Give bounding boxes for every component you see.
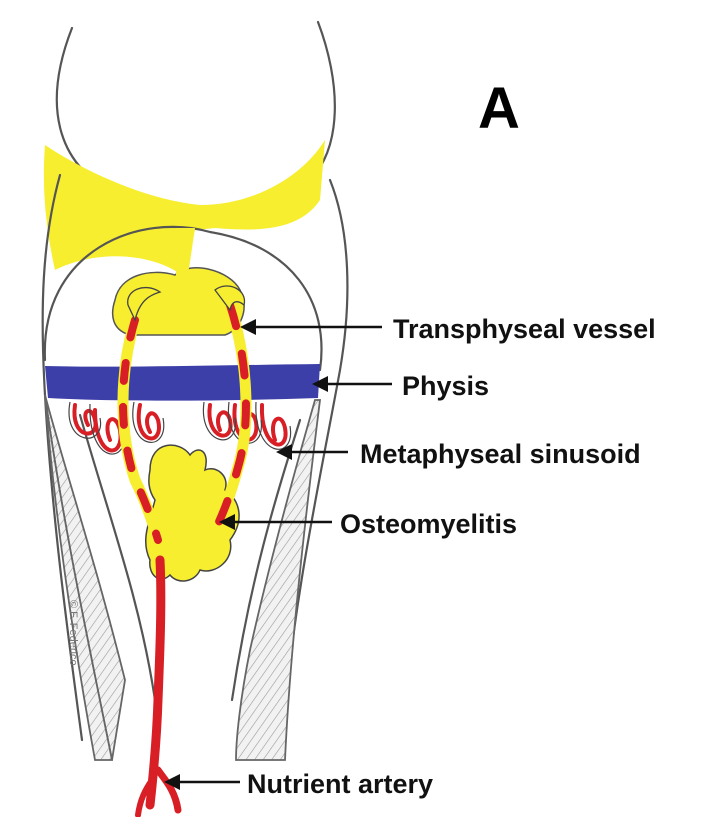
panel-letter: A (478, 76, 520, 141)
artist-signature: © F. Federico (67, 600, 79, 666)
metaphyseal-sinusoids (74, 405, 285, 450)
right-cortex (236, 400, 320, 760)
physis-band (45, 364, 320, 401)
nutrient-artery-branch (158, 770, 178, 810)
label-nutrient-artery: Nutrient artery (247, 769, 433, 799)
label-metaphyseal-sinusoid: Metaphyseal sinusoid (360, 439, 641, 469)
label-physis: Physis (402, 371, 489, 401)
label-transphyseal-vessel: Transphyseal vessel (393, 314, 656, 344)
label-osteomyelitis: Osteomyelitis (340, 509, 517, 539)
